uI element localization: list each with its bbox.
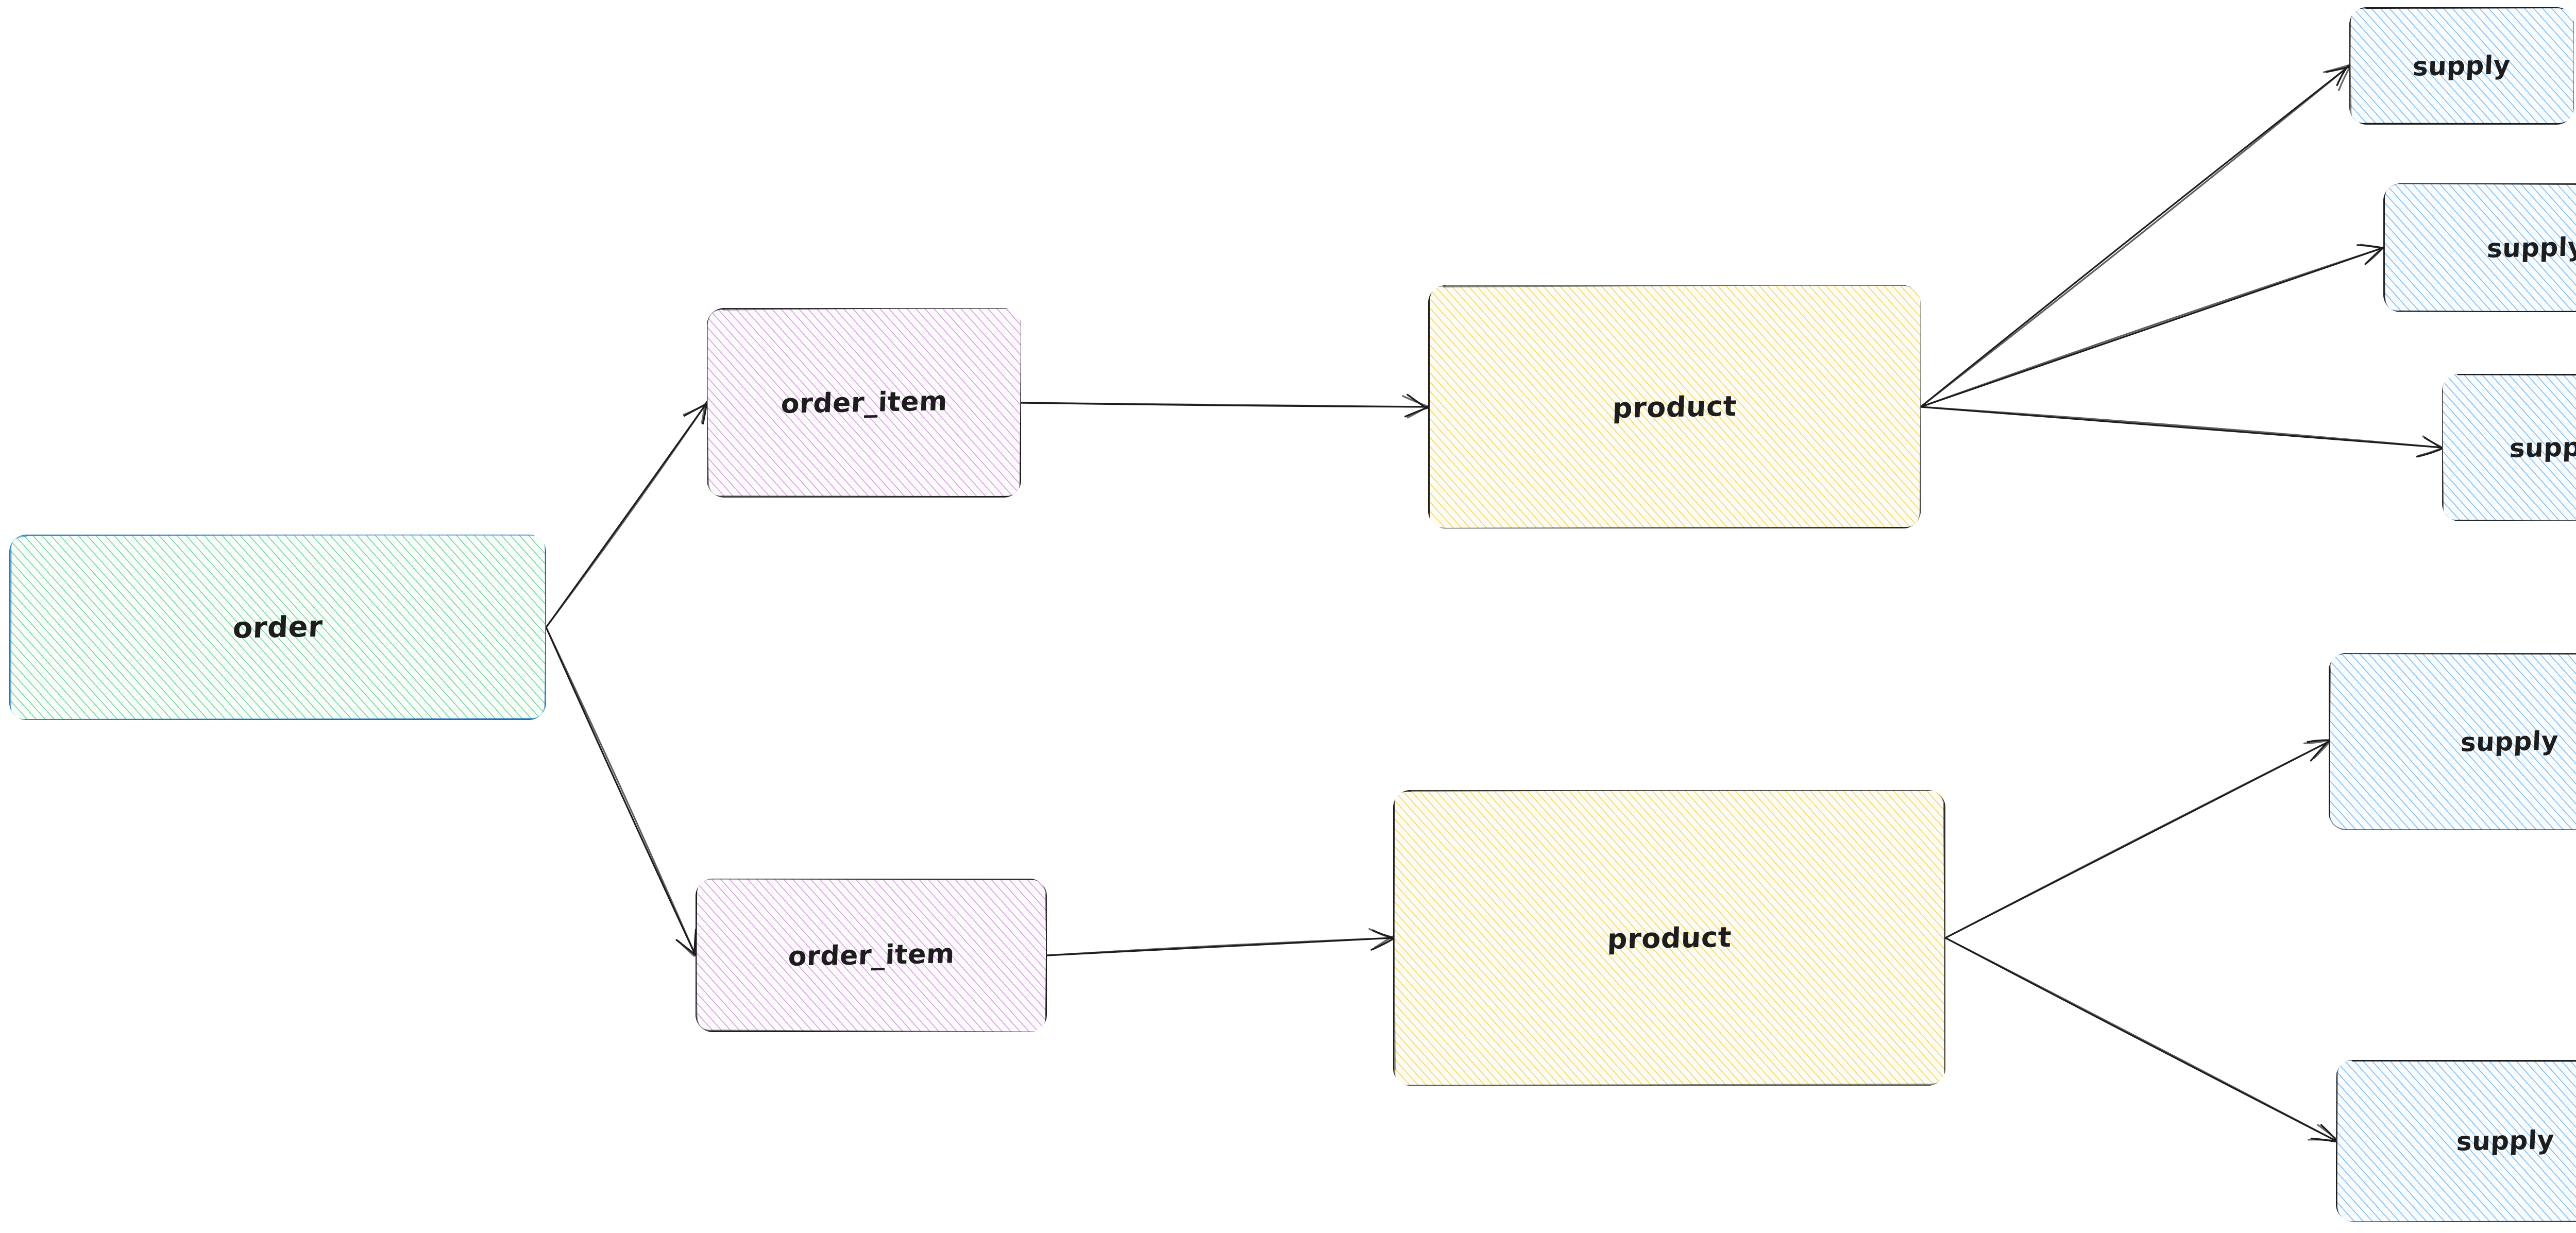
- edge-order-to-order_item_2: [545, 626, 697, 957]
- node-label: supply: [2486, 232, 2576, 264]
- node-label: supply: [2509, 432, 2576, 464]
- node-supply_4[interactable]: supply: [2329, 653, 2576, 830]
- node-product_1[interactable]: product: [1428, 285, 1921, 528]
- node-order[interactable]: order: [9, 535, 546, 720]
- node-order_item_2[interactable]: order_item: [696, 879, 1047, 1032]
- node-label: order_item: [780, 386, 948, 420]
- node-label: supply: [2460, 726, 2559, 758]
- edge-product_2-to-supply_5: [1944, 937, 2337, 1143]
- node-order_item_1[interactable]: order_item: [707, 308, 1021, 498]
- node-label: order: [232, 609, 324, 645]
- node-label: product: [1612, 389, 1737, 424]
- edge-product_1-to-supply_2: [1920, 244, 2386, 408]
- edge-product_2-to-supply_4: [1944, 739, 2331, 939]
- node-supply_3[interactable]: supply: [2442, 374, 2576, 521]
- edge-product_1-to-supply_1: [1920, 63, 2352, 408]
- node-label: product: [1606, 920, 1732, 955]
- node-label: supply: [2412, 50, 2511, 82]
- edge-product_1-to-supply_3: [1920, 406, 2444, 458]
- edge-order-to-order_item_1: [545, 401, 709, 628]
- node-product_2[interactable]: product: [1393, 790, 1945, 1086]
- node-supply_2[interactable]: supply: [2383, 183, 2576, 312]
- edge-order_item_1-to-product_1: [1020, 393, 1430, 419]
- edge-order_item_2-to-product_2: [1046, 928, 1394, 956]
- node-supply_1[interactable]: supply: [2349, 7, 2574, 125]
- node-label: supply: [2456, 1125, 2555, 1157]
- node-label: order_item: [787, 938, 955, 972]
- node-supply_5[interactable]: supply: [2336, 1060, 2576, 1222]
